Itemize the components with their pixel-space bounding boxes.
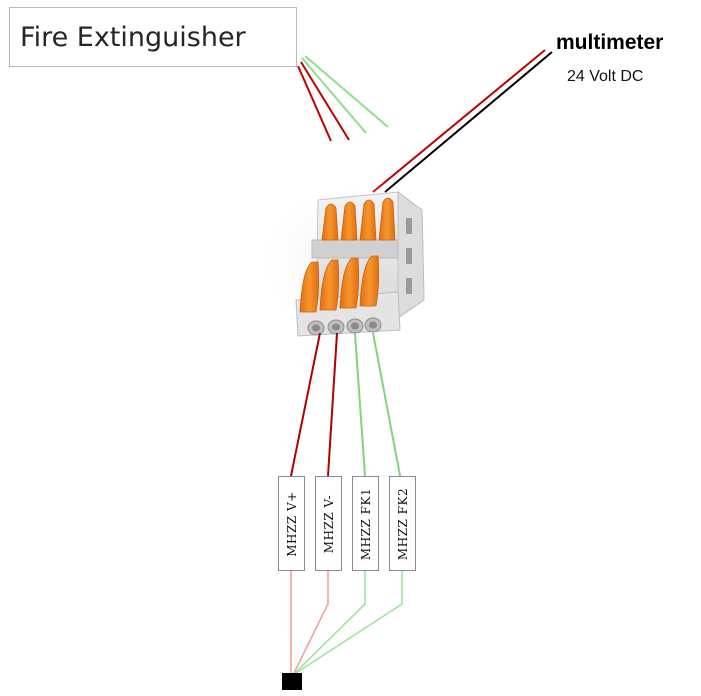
connector-to-tag-wires	[290, 332, 403, 487]
fire-extinguisher-box: Fire Extinguisher	[9, 7, 297, 67]
extinguisher-red-wire-2	[300, 61, 350, 141]
tag-v-plus: MHZZ V+	[278, 476, 305, 571]
diagram-title: Fire Extinguisher	[20, 22, 246, 53]
tag-label: MHZZ V+	[284, 490, 299, 557]
voltage-label: 24 Volt DC	[567, 68, 644, 85]
tag-fk1: MHZZ FK1	[352, 476, 379, 571]
wire-fk2	[372, 332, 403, 487]
tag-fk2: MHZZ FK2	[389, 476, 416, 571]
wire-v-plus	[290, 332, 321, 477]
junction-point-icon	[282, 673, 302, 690]
wago-lever-connector-icon	[252, 177, 452, 347]
wire-fk2-lower	[292, 571, 403, 676]
tag-to-junction-wires	[290, 571, 403, 676]
wire-v-minus-lower	[292, 571, 329, 676]
tag-v-minus: MHZZ V-	[315, 476, 342, 571]
extinguisher-green-wire-1	[301, 57, 367, 134]
tag-label: MHZZ V-	[321, 494, 336, 553]
wire-v-minus	[327, 332, 338, 477]
tag-label: MHZZ FK1	[358, 487, 373, 560]
extinguisher-wires	[297, 55, 389, 142]
wire-fk1	[354, 332, 366, 477]
multimeter-label: multimeter	[556, 31, 664, 54]
wire-fk1-lower	[292, 571, 366, 676]
extinguisher-green-wire-2	[304, 55, 389, 128]
extinguisher-red-wire-1	[297, 65, 332, 142]
multimeter-wires	[372, 49, 553, 193]
multimeter-red-wire	[372, 49, 546, 193]
tag-label: MHZZ FK2	[395, 487, 410, 560]
multimeter-black-wire	[384, 51, 553, 193]
